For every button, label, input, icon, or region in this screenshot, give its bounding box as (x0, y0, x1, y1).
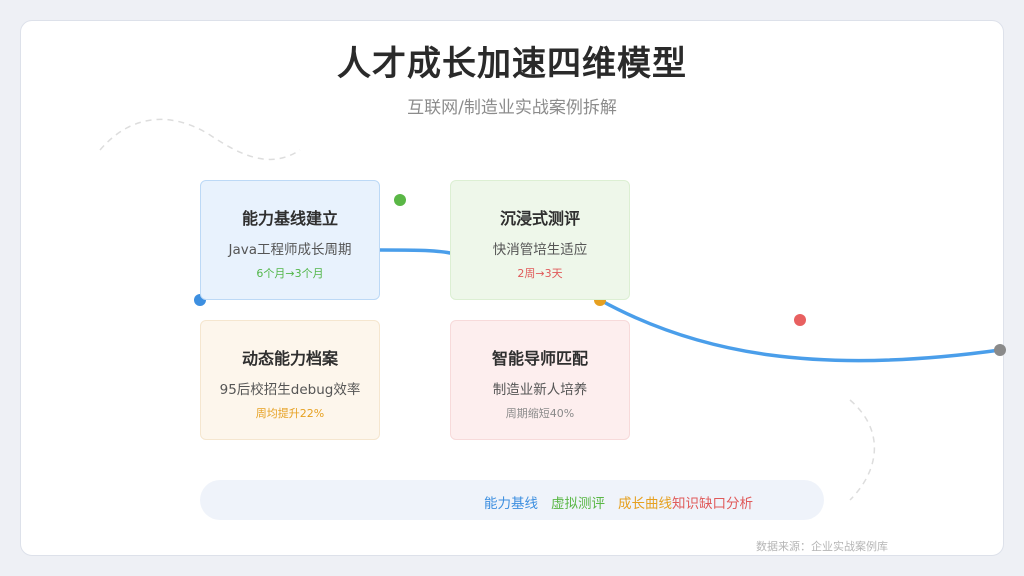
card-title: 智能导师匹配 (491, 349, 588, 368)
card-immersive-assessment: 沉浸式测评 快消管培生适应 2周→3天 (450, 180, 630, 300)
card-title: 能力基线建立 (241, 209, 338, 228)
red-node (794, 314, 806, 326)
card-smart-mentor-matching: 智能导师匹配 制造业新人培养 周期缩短40% (450, 320, 630, 440)
green-node (394, 194, 406, 206)
dashed-arc-bottom-right (849, 399, 876, 501)
card-title: 动态能力档案 (241, 349, 338, 368)
card-metric: 周期缩短40% (505, 407, 575, 420)
page-subtitle: 互联网/制造业实战案例拆解 (407, 98, 617, 118)
card-description: 95后校招生debug效率 (219, 382, 361, 398)
card-metric: 周均提升22% (255, 407, 325, 420)
legend-item-virtual-assessment: 虚拟测评 (551, 496, 605, 512)
dashed-arc-top-left (99, 118, 301, 161)
card-description: 制造业新人培养 (492, 382, 588, 398)
card-title: 沉浸式测评 (499, 209, 580, 228)
card-description: Java工程师成长周期 (228, 242, 352, 258)
legend-item-growth-curve: 成长曲线 (618, 496, 672, 512)
card-description: 快消管培生适应 (492, 242, 588, 258)
page-title: 人才成长加速四维模型 (337, 44, 687, 84)
card-metric: 2周→3天 (517, 267, 563, 280)
growth-curve-segment-2 (598, 298, 1002, 363)
card-dynamic-profile: 动态能力档案 95后校招生debug效率 周均提升22% (200, 320, 380, 440)
card-ability-baseline: 能力基线建立 Java工程师成长周期 6个月→3个月 (200, 180, 380, 300)
legend-item-ability-baseline: 能力基线 (484, 496, 538, 512)
legend-bar: 能力基线 虚拟测评 成长曲线 知识缺口分析 (200, 480, 824, 520)
gray-node (994, 344, 1006, 356)
card-metric: 6个月→3个月 (256, 267, 324, 280)
growth-curve-segment-1 (378, 248, 452, 255)
legend-item-knowledge-gap: 知识缺口分析 (672, 496, 753, 512)
data-source-note: 数据来源：企业实战案例库 (756, 540, 888, 553)
